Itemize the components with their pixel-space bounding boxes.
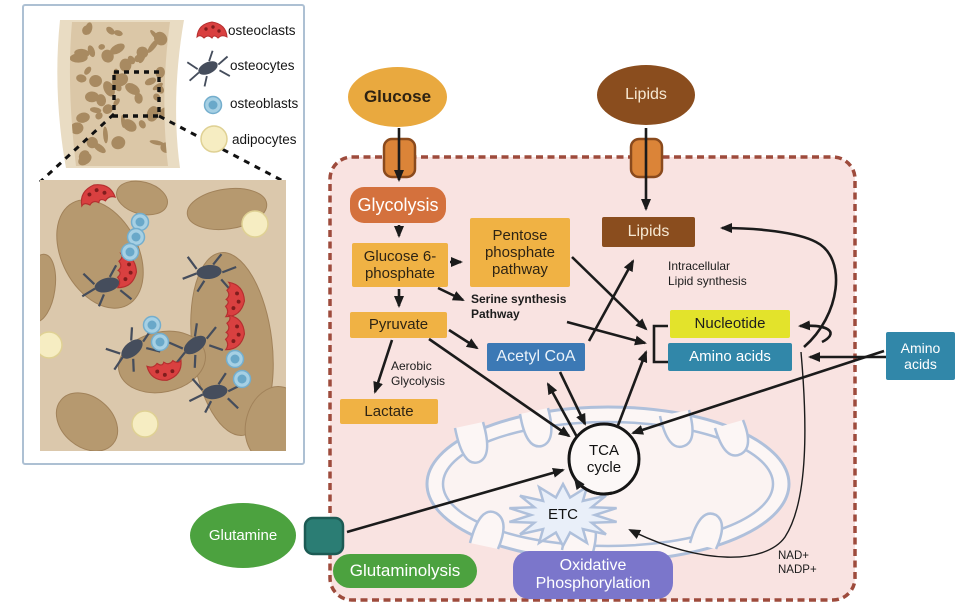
node-lipids-external: Lipids	[597, 65, 695, 125]
arrow-g6p-serine	[437, 286, 465, 302]
bone-panel: osteoclasts osteocytes osteoblasts adipo…	[22, 4, 305, 465]
node-lactate: Lactate	[340, 399, 438, 424]
zoom-region-box	[112, 70, 161, 118]
node-glutaminolysis: Glutaminolysis	[333, 554, 477, 588]
node-lipids-internal: Lipids	[602, 217, 695, 247]
node-amino-acids-internal: Amino acids	[668, 343, 792, 371]
node-glutamine: Glutamine	[190, 503, 296, 568]
arrow-acetylcoa-tca	[558, 371, 587, 426]
legend-label-adipocytes: adipocytes	[232, 132, 297, 147]
arrow-tca-acetylcoa	[546, 382, 579, 438]
tca-circle	[567, 422, 641, 496]
pathway-arrows	[346, 128, 886, 558]
legend-label-osteoblasts: osteoblasts	[230, 96, 299, 111]
arrow-pyruvate-tca	[428, 337, 571, 438]
arrow-tca-bracket	[615, 350, 648, 429]
etc-starburst	[509, 481, 617, 549]
arrow-pyruvate-lactate	[373, 339, 394, 394]
zoom-connector-left	[38, 112, 116, 184]
arrow-nad-to-etc	[628, 351, 806, 558]
nucleotide-aminoacids-bracket	[652, 324, 668, 364]
marrow-view	[40, 180, 286, 451]
annotation-serine-synthesis: Serine synthesis Pathway	[471, 292, 567, 321]
node-glucose: Glucose	[348, 67, 447, 127]
node-amino-acids-external: Amino acids	[886, 332, 955, 380]
annotation-nad-nadp: NAD+ NADP+	[778, 550, 817, 577]
annotation-intracellular-lipid-synthesis: Intracellular Lipid synthesis	[668, 259, 747, 288]
node-acetyl-coa: Acetyl CoA	[487, 343, 585, 371]
label-etc: ETC	[548, 506, 578, 524]
node-oxidative-phosphorylation: Oxidative Phosphorylation	[513, 551, 673, 599]
bone-art	[38, 20, 286, 451]
arrow-acetylcoa-lipids	[587, 259, 635, 342]
arrow-ppp-nucleotide	[571, 256, 648, 331]
arrow-extaminoacids-tca	[631, 349, 885, 435]
node-nucleotide: Nucleotide	[670, 310, 790, 338]
glutamine-transporter	[303, 516, 345, 556]
arrow-curve-to-nucleotide	[798, 320, 832, 344]
node-pentose-phosphate-pathway: Pentose phosphate pathway	[470, 218, 570, 287]
node-glucose-6-phosphate: Glucose 6- phosphate	[352, 243, 448, 287]
legend-label-osteocytes: osteocytes	[230, 58, 295, 73]
arrow-serine-aminoacids	[566, 320, 647, 346]
label-tca-cycle: TCA cycle	[586, 441, 622, 476]
node-glycolysis: Glycolysis	[350, 187, 446, 223]
arrow-pyruvate-acetylcoa	[448, 328, 479, 350]
annotation-aerobic-glycolysis: Aerobic Glycolysis	[391, 359, 446, 388]
legend-label-osteoclasts: osteoclasts	[228, 23, 296, 38]
node-pyruvate: Pyruvate	[350, 312, 447, 338]
arrow-curve-to-lipids	[720, 223, 838, 348]
arrow-glutamine-tca	[346, 467, 565, 534]
